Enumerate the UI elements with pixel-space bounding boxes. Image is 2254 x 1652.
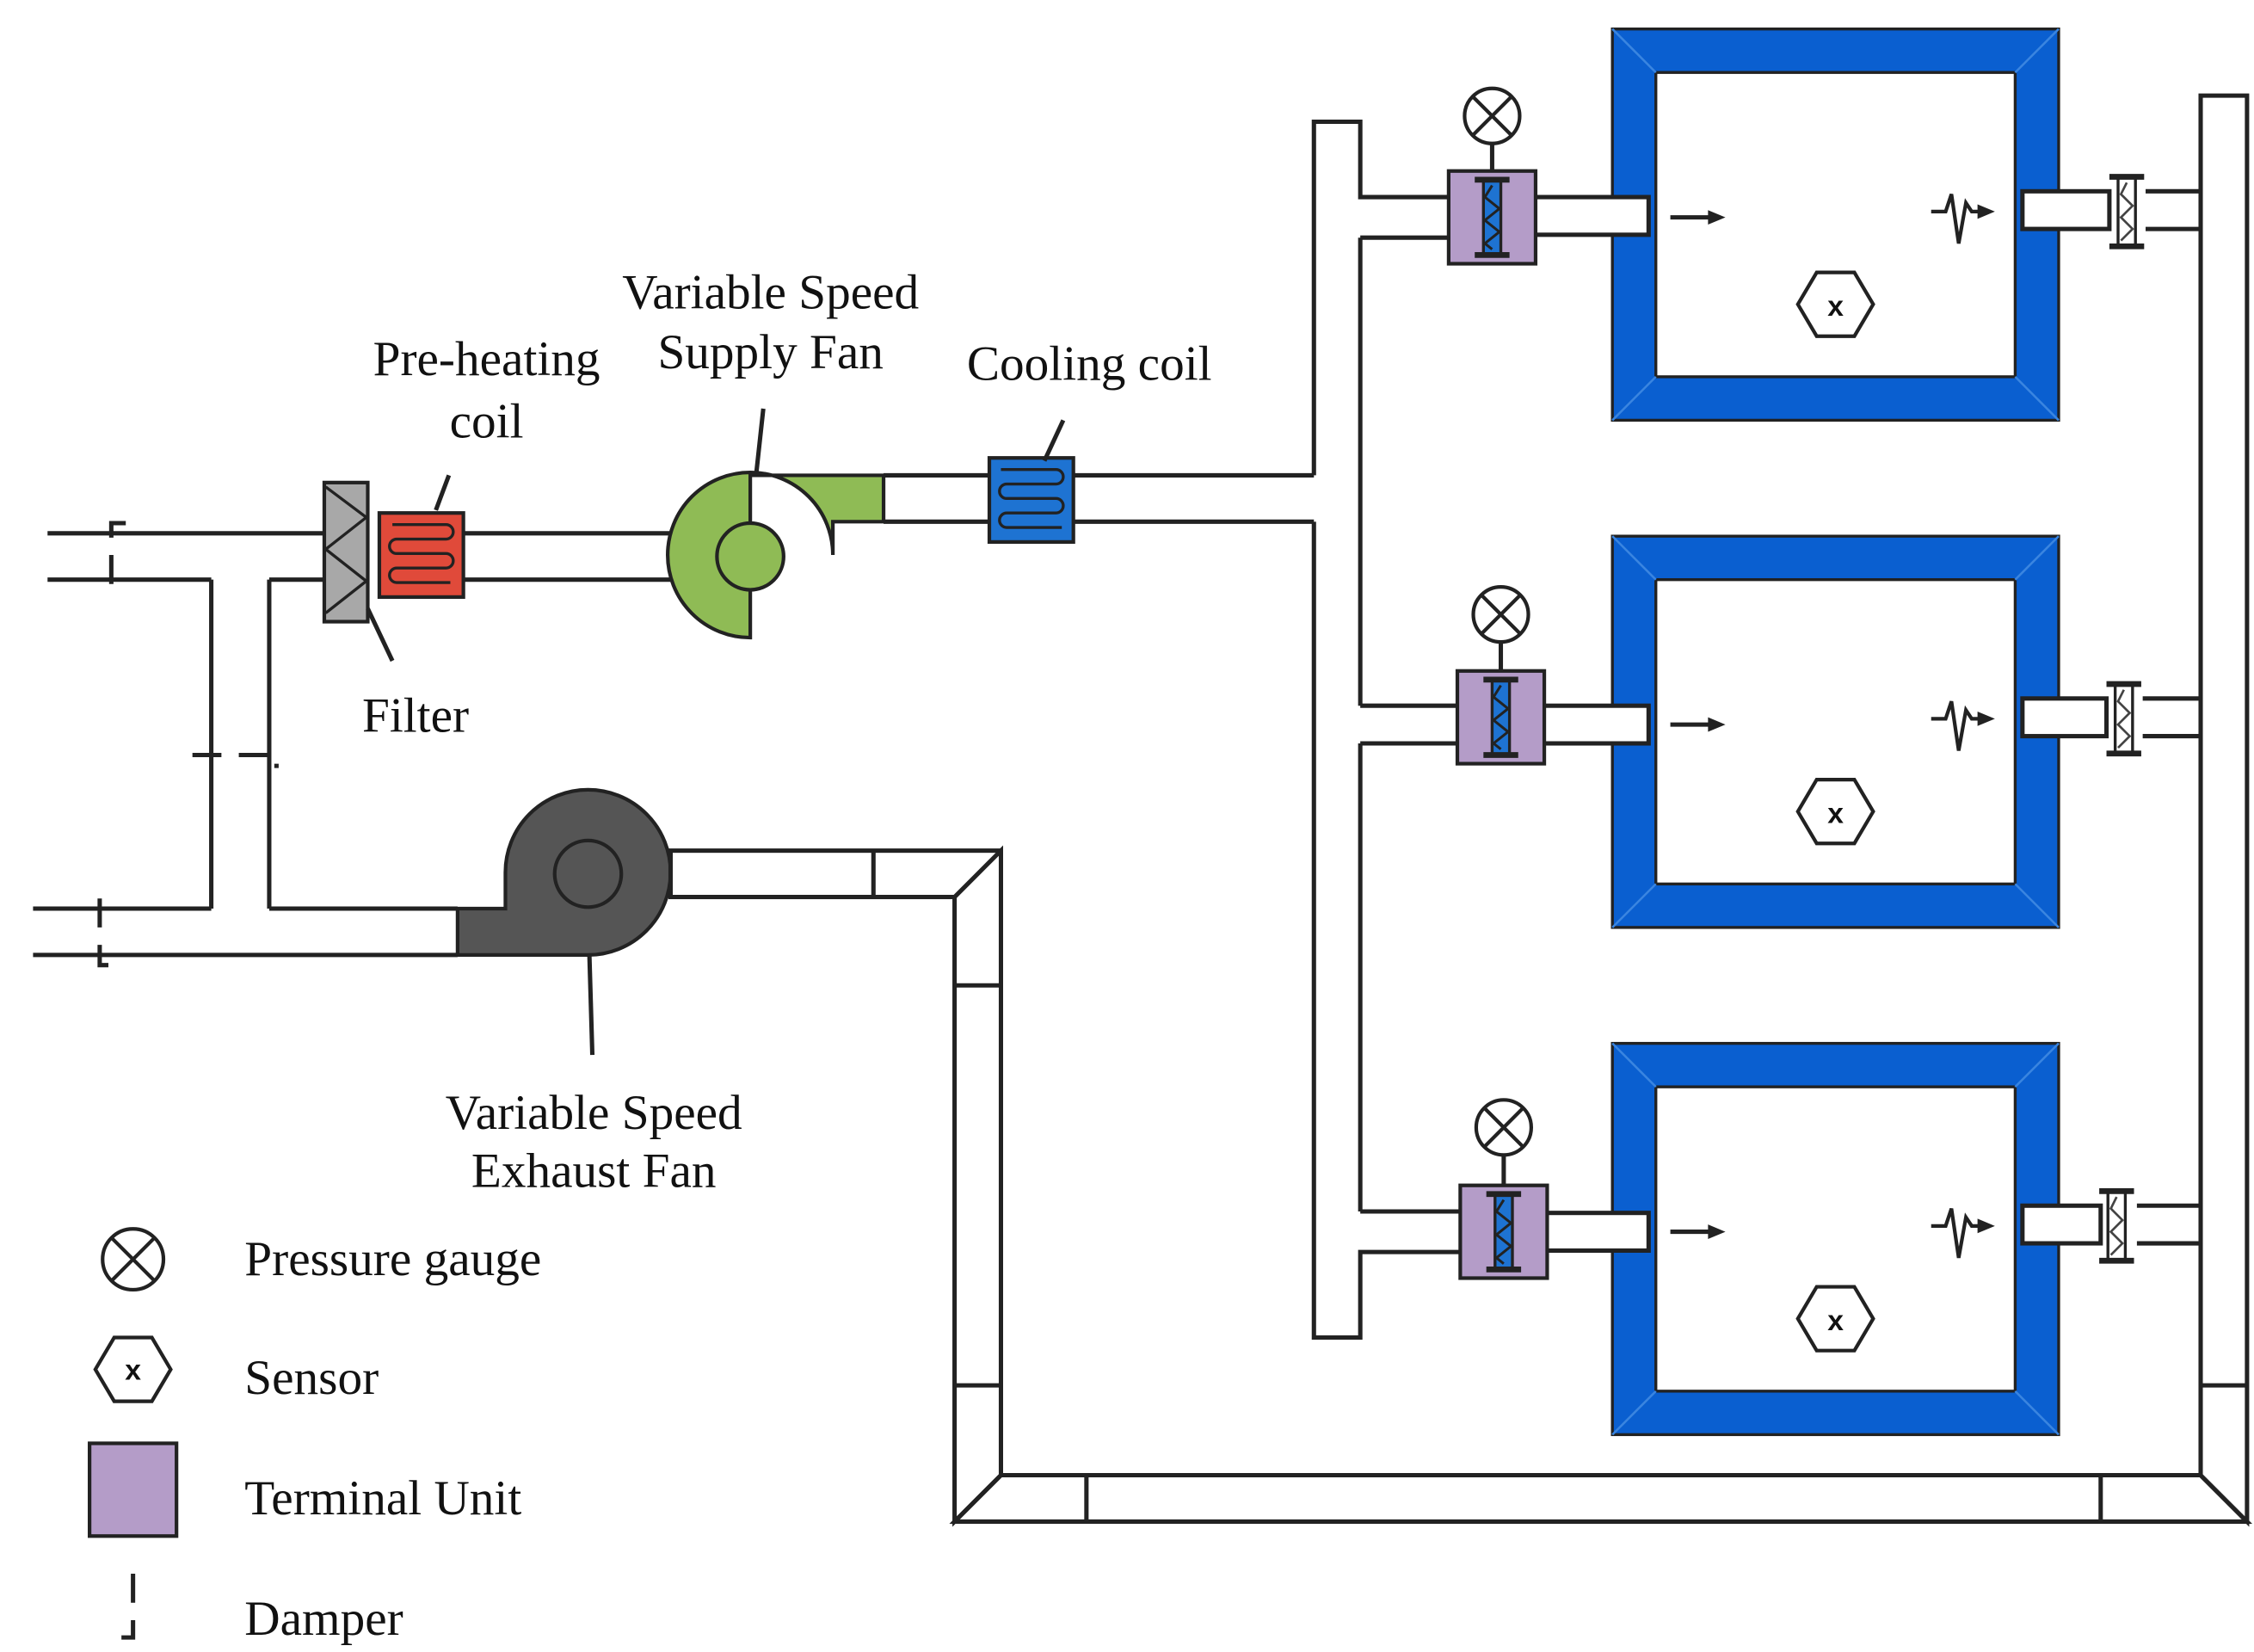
damper-mixing [192, 752, 279, 768]
legend-item-sensor: x Sensor [93, 1335, 379, 1405]
sensor-icon: x [93, 1335, 173, 1403]
legend-label: Terminal Unit [244, 1471, 521, 1526]
terminal-unit-2 [1457, 671, 1544, 764]
legend: Pressure gauge x Sensor Terminal Unit Da… [87, 1227, 541, 1646]
supply-duct [884, 119, 1463, 1341]
room-sensor-1: x [1798, 273, 1874, 336]
damper-exhaust [97, 898, 114, 968]
room-3 [1543, 1041, 2103, 1437]
terminal-unit-icon [87, 1441, 179, 1538]
sensor-mark: x [1827, 798, 1844, 830]
outside-air-ducts [33, 531, 458, 958]
legend-item-terminal-unit: Terminal Unit [87, 1441, 521, 1538]
return-valve-2 [2107, 684, 2141, 754]
preheat-label-line1: Pre-heating [373, 332, 600, 386]
pressure-gauge-3 [1476, 1100, 1531, 1186]
preheating-coil [377, 511, 465, 599]
sensor-mark: x [1827, 291, 1844, 323]
terminal-unit-3 [1460, 1186, 1547, 1279]
room-sensor-2: x [1798, 780, 1874, 843]
supply-fan-label-line2: Supply Fan [657, 325, 883, 379]
pressure-gauge-icon [101, 1227, 166, 1292]
damper-icon [120, 1574, 136, 1640]
room-sensor-3: x [1798, 1287, 1874, 1351]
exhaust-fan-label-line1: Variable Speed [446, 1086, 742, 1140]
exhaust-fan-label-line2: Exhaust Fan [471, 1143, 717, 1198]
sensor-mark: x [1827, 1305, 1844, 1337]
filter [322, 480, 370, 624]
cooling-coil-label: Cooling coil [967, 336, 1212, 391]
room-2 [1540, 534, 2109, 929]
damper-outside-air [108, 521, 126, 592]
supply-fan-label-line1: Variable Speed [622, 266, 919, 320]
legend-item-pressure-gauge: Pressure gauge [101, 1227, 541, 1292]
return-valve-1 [2109, 176, 2144, 246]
return-valve-3 [2099, 1191, 2134, 1261]
exhaust-fan [455, 787, 673, 957]
preheat-label-line2: coil [450, 395, 524, 449]
cooling-coil [987, 456, 1075, 544]
terminal-unit-1 [1449, 171, 1536, 264]
return-duct [668, 93, 2252, 1527]
legend-item-damper: Damper [120, 1574, 403, 1646]
pressure-gauge-1 [1464, 89, 1519, 171]
supply-fan [666, 470, 886, 640]
legend-label: Sensor [244, 1351, 379, 1405]
legend-label: Pressure gauge [244, 1232, 541, 1286]
pressure-gauge-2 [1474, 587, 1529, 671]
room-1 [1531, 28, 2112, 422]
legend-label: Damper [244, 1592, 403, 1646]
filter-label: Filter [362, 689, 469, 743]
sensor-mark: x [125, 1354, 141, 1386]
